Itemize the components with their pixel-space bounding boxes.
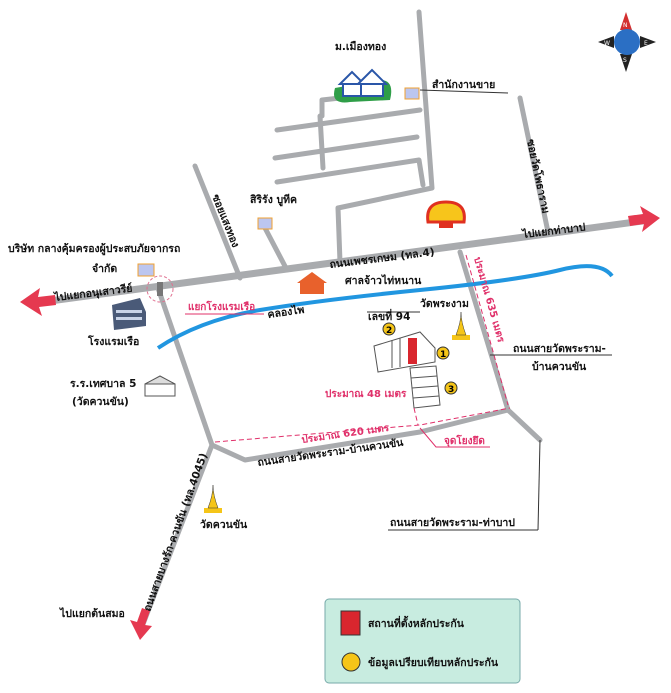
- comparable-marker-3: 3: [444, 381, 458, 395]
- road-thabap-stub: [505, 407, 543, 443]
- land-plots: [373, 331, 441, 409]
- legend-collateral-swatch: [340, 610, 361, 636]
- comparable-marker-2: 2: [382, 322, 396, 336]
- svg-text:3: 3: [448, 385, 454, 395]
- intersection-label: แยกโรงแรมเรือ: [188, 300, 255, 313]
- plot-number-label: เลขที่ 94: [368, 308, 410, 323]
- village-main-road: [335, 9, 435, 265]
- svg-text:S: S: [623, 57, 627, 64]
- road-loop: [209, 249, 511, 463]
- school-label-1: ร.ร.เทศบาล 5: [70, 378, 136, 390]
- collateral-plot: [408, 338, 417, 364]
- distance-48-label: ประมาณ 48 เมตร: [325, 388, 407, 400]
- canal-label: คลองไพ: [267, 303, 306, 321]
- svg-text:N: N: [623, 22, 628, 29]
- road-right-label-1: ถนนสายวัดพระราม-: [513, 343, 606, 355]
- road-thabap-label: ถนนสายวัดพระราม-ท่าบาป: [390, 517, 515, 529]
- comparable-marker-1: 1: [436, 346, 450, 360]
- office-icon: [404, 87, 420, 100]
- boutique-icon: [257, 217, 273, 230]
- hotel-label: โรงแรมเรือ: [87, 335, 139, 348]
- shrine-icon: [297, 272, 327, 294]
- soi-right-label: ซอยวัดโพธาราม: [524, 138, 552, 215]
- traffic-light-icon: [146, 275, 174, 303]
- road-right-label-2: บ้านควนขัน: [532, 360, 587, 373]
- to-right-label: ไปแยกท่าบาป: [521, 220, 587, 241]
- school-icon: [144, 375, 176, 397]
- to-left-label: ไปแยกอนุเสาวรีย์: [53, 282, 133, 306]
- road-south-label: ถนนสายบางรัก-ควนขัน (ทล.4045): [142, 452, 211, 614]
- to-south-label: ไปแยกต้นสมอ: [59, 607, 125, 620]
- wat-pharam-label: วัดพระงาม: [420, 298, 469, 310]
- sales-office-label: สำนักงานขาย: [432, 79, 495, 91]
- svg-text:2: 2: [386, 326, 392, 336]
- village-road-top: [319, 95, 343, 119]
- company-label-2: จำกัด: [92, 263, 117, 275]
- temple-pharam-icon: [452, 311, 470, 340]
- svg-text:W: W: [604, 40, 610, 47]
- shell-logo-icon: [426, 200, 466, 228]
- arrow-right-icon: [628, 206, 660, 232]
- boutique-label: สิริรัง บูทีค: [249, 193, 297, 207]
- compass-icon: N S E W: [598, 12, 656, 72]
- village-label: ม.เมืองทอง: [335, 40, 386, 53]
- school-label-2: (วัดควนขัน): [72, 396, 129, 408]
- soi-left-road: [192, 163, 243, 281]
- reference-point-label: จุดโยงยึด: [444, 434, 485, 447]
- reference-pointer: [419, 427, 490, 448]
- canal-river: [156, 264, 614, 350]
- shrine-label: ศาลจ้าวไท่หนาน: [345, 274, 422, 287]
- village-icon: [334, 68, 392, 103]
- sirirung-road: [262, 225, 290, 273]
- temple-khuankhan-icon: [204, 484, 222, 513]
- legend-comparable-label: ข้อมูลเปรียบเทียบหลักประกัน: [368, 656, 499, 670]
- arrow-left-icon: [20, 288, 56, 316]
- svg-text:E: E: [644, 40, 648, 47]
- village-road-1: [274, 107, 423, 133]
- village-road-3: [274, 157, 426, 188]
- thabap-pointer: [537, 439, 541, 531]
- svg-text:1: 1: [440, 350, 446, 360]
- wat-khuankhan-label: วัดควนขัน: [200, 519, 248, 531]
- legend: สถานที่ตั้งหลักประกัน ข้อมูลเปรียบเทียบห…: [324, 598, 521, 684]
- company-label-1: บริษัท กลางคุ้มครองผู้ประสบภัยจากรถ: [8, 242, 180, 256]
- main-road-label: ถนนเพชรเกษม (ทล.4): [329, 246, 435, 271]
- village-road-2: [272, 134, 420, 161]
- soi-right-road: [517, 95, 551, 235]
- company-icon: [137, 263, 155, 277]
- hotel-icon: [112, 298, 146, 330]
- legend-comparable-swatch: [341, 652, 361, 672]
- road-network: [31, 9, 654, 635]
- village-road-v: [317, 113, 326, 171]
- arrow-south-icon: [130, 608, 152, 640]
- distance-lines: [214, 254, 511, 443]
- legend-collateral-label: สถานที่ตั้งหลักประกัน: [368, 615, 465, 630]
